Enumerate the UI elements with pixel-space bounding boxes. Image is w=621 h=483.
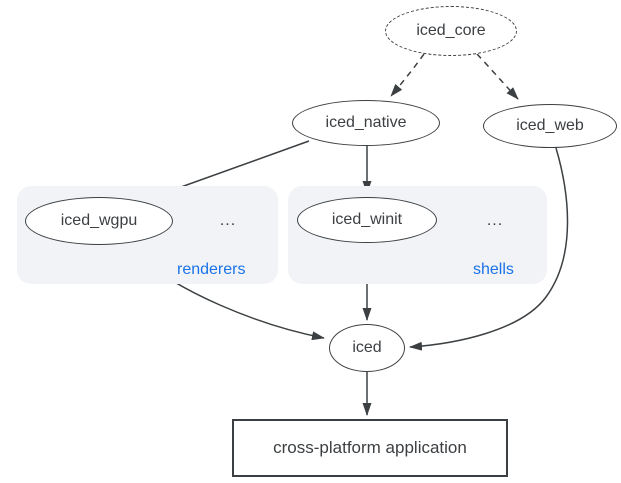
node-iced: iced [329,324,405,372]
node-iced-wgpu-label: iced_wgpu [60,212,138,229]
node-cross-platform-application: cross-platform application [232,419,508,477]
node-iced-native-label: iced_native [325,114,407,131]
group-label-renderers: renderers [177,261,246,278]
node-iced-winit-label: iced_winit [331,211,403,228]
node-iced-native: iced_native [292,100,440,146]
node-iced-core: iced_core [385,6,517,56]
node-iced-label: iced [352,339,382,356]
node-iced-web-label: iced_web [516,117,584,134]
node-iced-web: iced_web [483,104,617,148]
group-label-shells: shells [473,261,514,278]
renderers-ellipsis: ... [219,212,237,229]
edge-iced_core-iced_native [390,53,425,97]
shells-ellipsis: ... [486,212,504,229]
node-app-label: cross-platform application [273,438,467,457]
node-iced-winit: iced_winit [297,197,437,243]
edge-iced_core-iced_web [476,53,519,100]
node-iced-wgpu: iced_wgpu [25,197,173,245]
node-iced-core-label: iced_core [416,22,486,39]
